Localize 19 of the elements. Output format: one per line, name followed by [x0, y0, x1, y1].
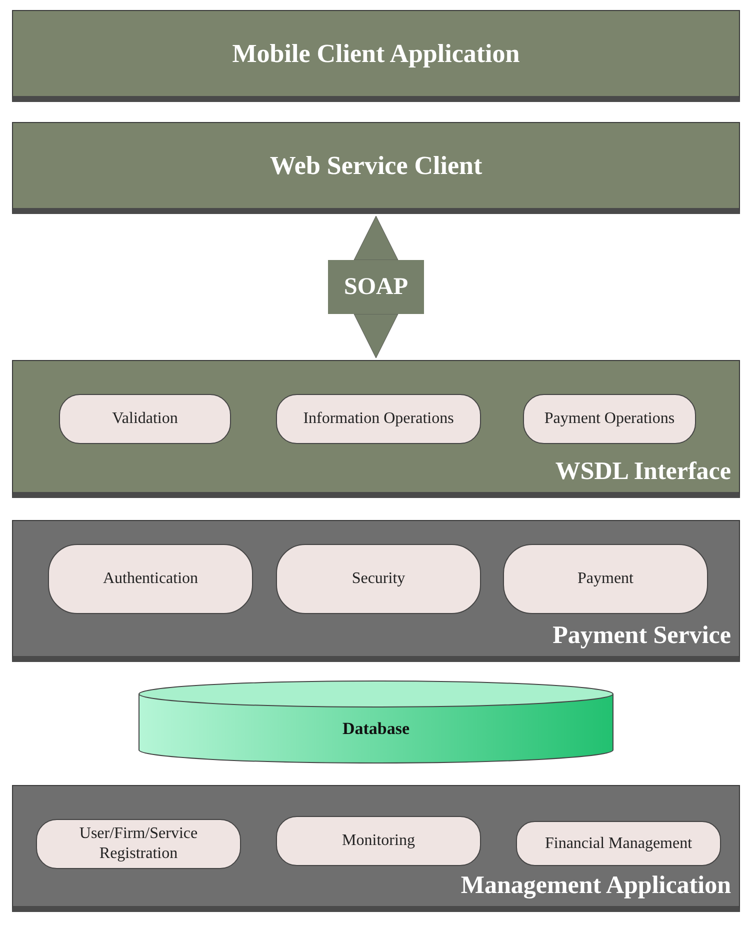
- layer-title: Payment Service: [552, 622, 731, 650]
- component-pill: Payment Operations: [523, 394, 696, 444]
- layer-box: [12, 785, 740, 912]
- component-pill: Payment: [503, 544, 708, 614]
- layer-box: [12, 520, 740, 662]
- layer-title: Management Application: [460, 872, 731, 900]
- layer-title: WSDL Interface: [555, 458, 731, 486]
- layer-box: [12, 360, 740, 498]
- layer-box: Mobile Client Application: [12, 10, 740, 102]
- component-pill: Monitoring: [276, 816, 481, 866]
- database-cylinder: Database: [138, 680, 614, 764]
- component-pill: Authentication: [48, 544, 253, 614]
- component-pill: Information Operations: [276, 394, 481, 444]
- double-arrow: [328, 216, 424, 358]
- component-pill: Security: [276, 544, 481, 614]
- component-pill: Validation: [59, 394, 231, 444]
- layer-box: Web Service Client: [12, 122, 740, 214]
- component-pill: User/Firm/Service Registration: [36, 819, 241, 869]
- component-pill: Financial Management: [516, 821, 721, 866]
